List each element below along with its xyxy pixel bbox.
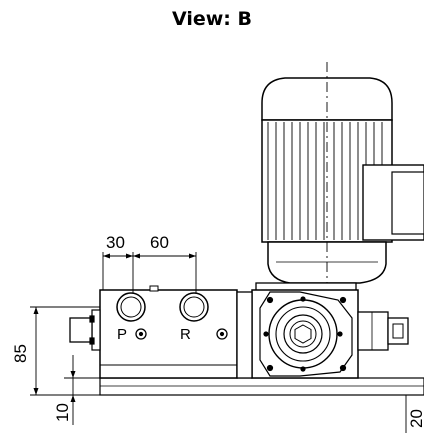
port-r-label: R [180,326,191,343]
dimension-10: 10 [53,403,72,422]
motor [261,62,424,285]
dimension-lines [30,252,407,433]
dimension-20: 20 [407,409,424,428]
port-p-label: P [117,326,127,343]
gearbox [251,282,409,379]
dimension-85: 85 [11,344,30,363]
dimension-30: 30 [106,233,125,252]
view-title: View: B [171,8,253,30]
dimension-60: 60 [150,233,169,252]
base-plate [99,377,424,396]
pump-block [69,285,253,379]
